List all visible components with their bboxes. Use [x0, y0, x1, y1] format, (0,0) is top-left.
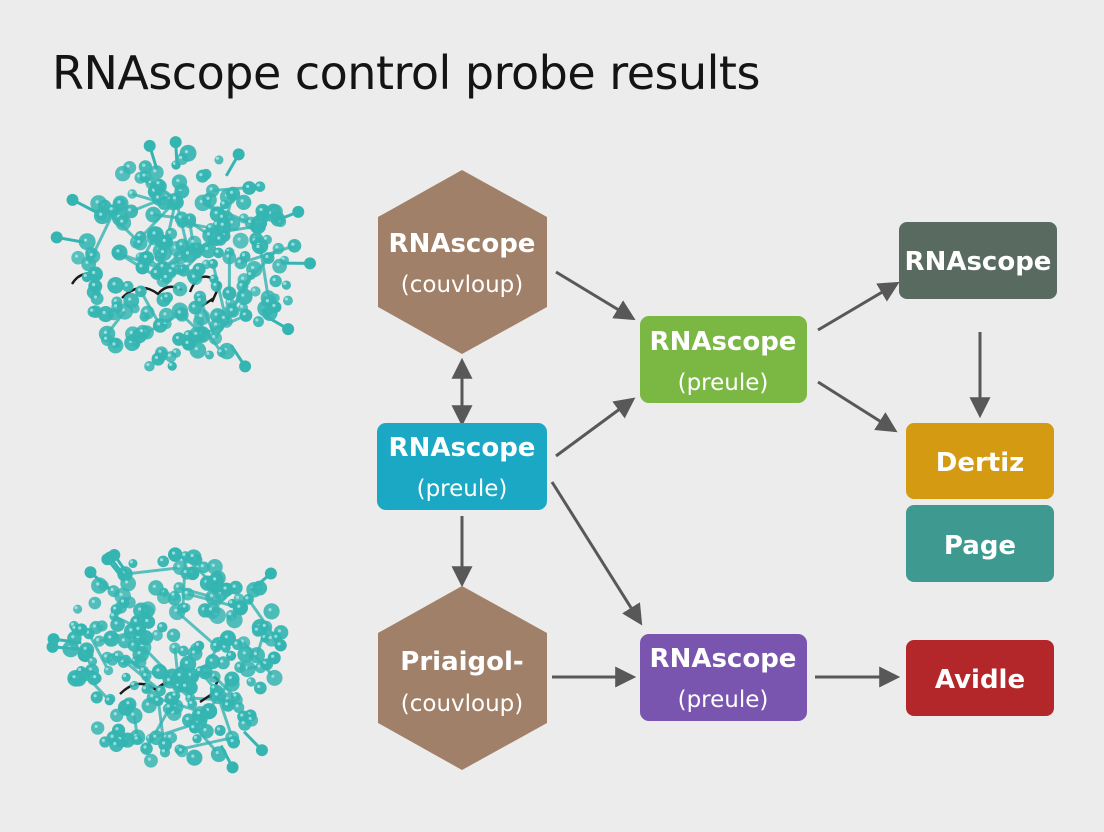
- node-teal: Page: [906, 505, 1054, 582]
- node-center-line2: (preule): [417, 476, 508, 502]
- node-hex-top-line2: (couvloup): [401, 272, 524, 298]
- node-purple: RNAscope (preule): [640, 634, 807, 721]
- node-green-line1: RNAscope: [650, 327, 797, 357]
- node-purple-line2: (preule): [678, 687, 769, 713]
- node-hex-bottom: Priaigol- (couvloup): [378, 586, 547, 770]
- node-center-line1: RNAscope: [389, 433, 536, 463]
- node-slate: RNAscope: [899, 222, 1057, 299]
- node-mustard-label: Dertiz: [936, 448, 1025, 478]
- hexagon-shape: [378, 586, 547, 770]
- node-green: RNAscope (preule): [640, 316, 807, 403]
- node-hex-bottom-line2: (couvloup): [401, 691, 524, 717]
- arrow-green-to-slate: [817, 281, 900, 332]
- node-purple-line1: RNAscope: [650, 644, 797, 674]
- node-red: Avidle: [906, 640, 1054, 716]
- page-title: RNAscope control probe results: [52, 46, 760, 100]
- arrow-center-to-green: [555, 397, 636, 458]
- connectors: [451, 270, 991, 688]
- node-mustard: Dertiz: [906, 423, 1054, 499]
- node-slate-label: RNAscope: [905, 247, 1052, 277]
- hexagon-shape: [378, 170, 547, 354]
- node-hex-bottom-line1: Priaigol-: [400, 647, 523, 677]
- node-teal-label: Page: [944, 531, 1016, 561]
- arrow-center-to-purple: [550, 481, 643, 626]
- node-hex-top: RNAscope (couvloup): [378, 170, 547, 354]
- node-center: RNAscope (preule): [377, 423, 547, 510]
- node-red-label: Avidle: [935, 665, 1025, 695]
- protein-structure-icon: [46, 547, 289, 774]
- arrow-green-to-mustard: [817, 380, 898, 433]
- node-hex-top-line1: RNAscope: [389, 229, 536, 259]
- node-green-line2: (preule): [678, 370, 769, 396]
- arrow-hex-top-to-green: [555, 270, 636, 321]
- protein-structure-icon: [50, 136, 316, 373]
